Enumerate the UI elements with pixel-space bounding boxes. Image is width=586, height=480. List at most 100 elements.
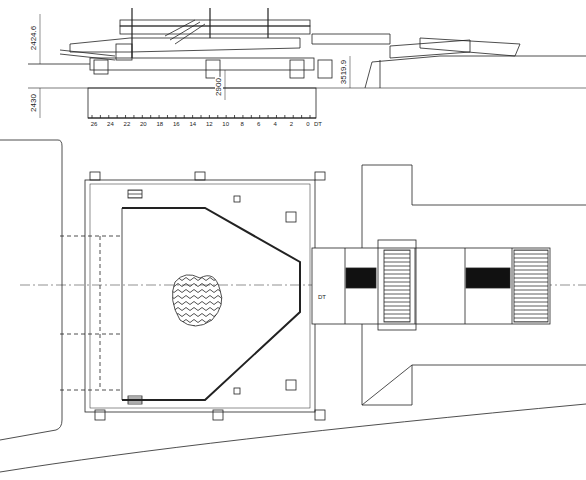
dimension-label: 2424.6 xyxy=(30,25,38,51)
pontoon-deck xyxy=(85,180,315,412)
pontoon-hull xyxy=(88,88,316,118)
support-foot xyxy=(315,410,325,420)
quay xyxy=(380,60,381,88)
bridge-span xyxy=(312,34,390,44)
upper-deck xyxy=(120,20,310,26)
frame-tick xyxy=(150,115,151,118)
frame-tick xyxy=(167,115,168,118)
frame-number: 20 xyxy=(139,121,148,127)
bridge-joint xyxy=(465,248,466,324)
frame-tick xyxy=(251,115,252,118)
frame-tick xyxy=(293,115,294,118)
dimension-line xyxy=(40,88,41,118)
plan-view xyxy=(0,140,586,472)
frame-number: 8 xyxy=(239,121,244,127)
dimension-line xyxy=(28,64,90,65)
frame-tick xyxy=(125,115,126,118)
winch xyxy=(206,60,220,78)
frame-number: 4 xyxy=(272,121,277,127)
bollard xyxy=(286,380,296,390)
bridge-joint xyxy=(415,248,416,324)
frame-tick xyxy=(133,115,134,118)
quay-outline xyxy=(362,165,586,405)
winch xyxy=(94,60,108,74)
frame-tick xyxy=(276,115,277,118)
ship-hull xyxy=(0,404,586,472)
ramp-boom xyxy=(70,38,300,52)
pontoon-inner xyxy=(90,184,310,408)
frame-tick xyxy=(175,115,176,118)
frame-tick xyxy=(192,115,193,118)
frame-tick xyxy=(242,115,243,118)
ramp-tip xyxy=(60,50,115,60)
frame-tick xyxy=(284,115,285,118)
frame-tick xyxy=(184,115,185,118)
bridge-panel xyxy=(378,240,416,330)
frame-number: 0 xyxy=(305,121,310,127)
dimension-line xyxy=(350,56,351,88)
support-foot xyxy=(95,410,105,420)
frame-tick xyxy=(201,115,202,118)
hull-bottom xyxy=(88,117,316,118)
octagon-frame xyxy=(122,208,300,400)
mast xyxy=(209,8,210,38)
mast xyxy=(267,8,268,38)
dimension-label: 3519.9 xyxy=(340,59,348,85)
frame-tick xyxy=(301,115,302,118)
frame-tick xyxy=(117,115,118,118)
elevation-view xyxy=(28,8,586,118)
frame-tick xyxy=(159,115,160,118)
frame-number: 16 xyxy=(172,121,181,127)
frame-number: 18 xyxy=(156,121,165,127)
frame-number: DT xyxy=(313,121,323,127)
support-feet xyxy=(90,172,325,420)
bridge-joint xyxy=(345,248,346,324)
stair xyxy=(128,396,142,404)
bollard xyxy=(234,388,240,394)
winch xyxy=(318,60,332,78)
bridge-plan xyxy=(312,248,550,324)
frame-tick xyxy=(92,115,93,118)
frame-number: 14 xyxy=(188,121,197,127)
hatched-panel xyxy=(514,250,548,322)
ship-hull xyxy=(0,140,62,440)
frame-number: 10 xyxy=(221,121,230,127)
bollard xyxy=(286,212,296,222)
frame-number: 2 xyxy=(289,121,294,127)
support-foot xyxy=(90,172,100,180)
dimension-label: 2430 xyxy=(30,93,38,113)
support-foot xyxy=(315,172,325,180)
upper-deck-girder xyxy=(120,26,310,34)
frame-number: 26 xyxy=(90,121,99,127)
frame-number: 12 xyxy=(205,121,214,127)
bridge-joint xyxy=(512,248,513,324)
frame-tick xyxy=(142,115,143,118)
frame-tick xyxy=(226,115,227,118)
quay xyxy=(365,56,586,88)
frame-tick xyxy=(259,115,260,118)
bridge-span xyxy=(420,38,520,56)
cargo-pile xyxy=(172,275,221,326)
frame-tick xyxy=(268,115,269,118)
frame-tick xyxy=(310,115,311,118)
frame-tick xyxy=(234,115,235,118)
frame-number: 22 xyxy=(123,121,132,127)
hinge xyxy=(116,44,132,60)
stair xyxy=(128,190,142,198)
winch xyxy=(290,60,304,78)
bollard xyxy=(234,196,240,202)
support-foot xyxy=(195,172,205,180)
octagon-frame xyxy=(122,208,123,400)
frame-number: 6 xyxy=(256,121,261,127)
frame-tick xyxy=(217,115,218,118)
dimension-line xyxy=(225,70,226,100)
frame-tick xyxy=(209,115,210,118)
frame-number: 24 xyxy=(106,121,115,127)
dimension-line xyxy=(40,14,41,64)
dimension-label: 2900 xyxy=(215,77,223,97)
frame-tick xyxy=(108,115,109,118)
frame-tick xyxy=(100,115,101,118)
dark-bar xyxy=(346,268,376,288)
